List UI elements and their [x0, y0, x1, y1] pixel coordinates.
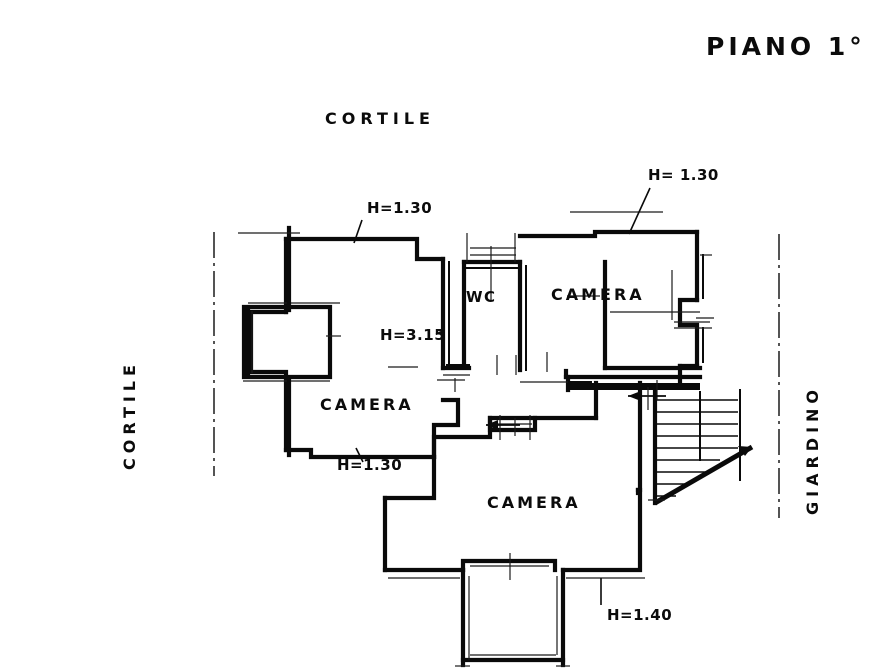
page-title: PIANO 1°: [706, 32, 866, 61]
dimension-h-top-right: H= 1.30: [648, 166, 719, 184]
room-label-camera-left: CAMERA: [320, 395, 414, 414]
wall-bottom-camera-bottom-right: [560, 487, 643, 573]
dimension-h-top-left: H=1.30: [367, 199, 432, 217]
leader-h-lower-left: [355, 447, 364, 463]
wall-left-camera-step: [431, 397, 461, 460]
leader-h-top-left: [353, 219, 363, 244]
stair-handrail-diagonal: [653, 444, 754, 506]
wc-door-left: [446, 364, 470, 370]
area-label-cortile-left: CORTILE: [120, 360, 139, 470]
leader-h-top-right: [628, 187, 651, 235]
dimension-h-center-left: H=3.15: [380, 326, 445, 344]
wall-bottom-camera-top: [431, 415, 599, 460]
wall-bottom-camera-left-step: [382, 454, 437, 501]
area-label-cortile-top: CORTILE: [325, 109, 435, 128]
wall-left-balcony-recess: [248, 309, 289, 453]
corridor-door-left: [570, 381, 592, 389]
room-label-camera-right: CAMERA: [551, 285, 645, 304]
wall-top-right: [517, 229, 700, 239]
wall-top-left-segment: [283, 236, 446, 262]
balcony-left: [241, 304, 333, 380]
stairhall-arrow-head: [628, 391, 641, 401]
area-label-giardino-right: GIARDINO: [803, 385, 822, 515]
wall-bottom-left: [283, 447, 437, 460]
room-label-wc: WC: [466, 288, 497, 306]
recess-arrow-head: [486, 420, 498, 430]
wall-right-recess: [677, 297, 700, 369]
stair-direction-arrow: [738, 446, 752, 456]
staircase: [648, 380, 754, 506]
dimension-h-lower-left: H=1.30: [337, 456, 402, 474]
dimension-h-bottom-right: H=1.40: [607, 606, 672, 624]
balcony-bottom-top: [460, 558, 558, 573]
room-label-camera-bottom: CAMERA: [487, 493, 581, 512]
wall-corridor-band: [568, 383, 700, 390]
leader-h-center-left: [435, 330, 444, 335]
